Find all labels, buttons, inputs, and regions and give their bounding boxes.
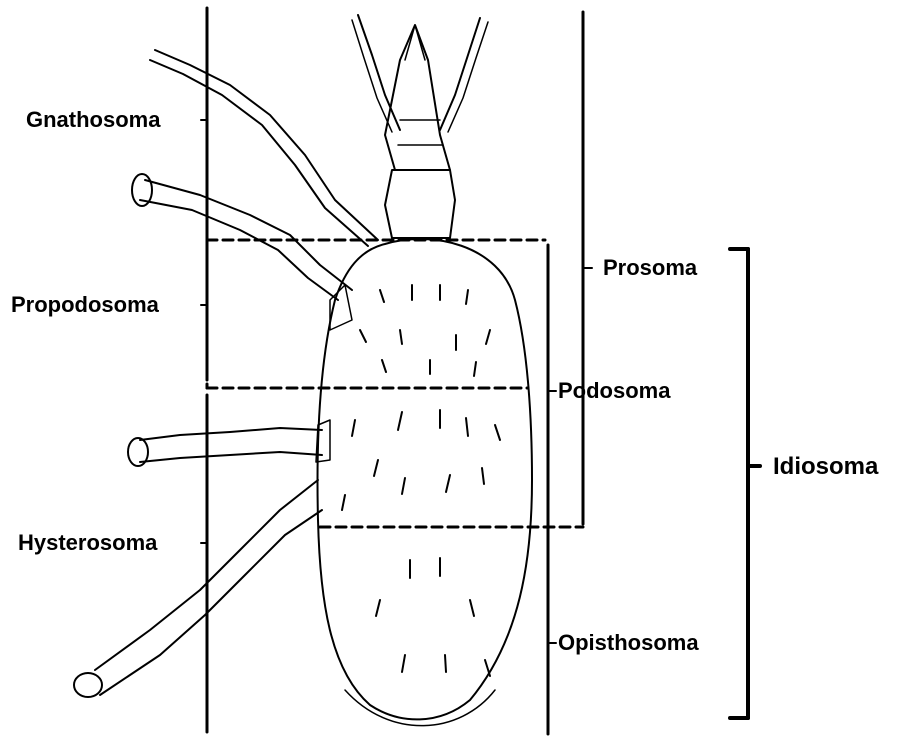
label-prosoma: Prosoma [603, 257, 697, 279]
label-ticks [201, 120, 592, 643]
mite-body [318, 15, 532, 726]
body-setae [342, 285, 500, 676]
mite-legs [74, 50, 378, 697]
label-gnathosoma: Gnathosoma [26, 109, 160, 131]
label-podosoma: Podosoma [558, 380, 670, 402]
label-hysterosoma: Hysterosoma [18, 532, 157, 554]
label-propodosoma: Propodosoma [11, 294, 159, 316]
idiosoma-bracket [730, 249, 760, 718]
label-idiosoma: Idiosoma [773, 455, 878, 479]
dashed-division-lines [207, 240, 583, 527]
label-opisthosoma: Opisthosoma [558, 632, 699, 654]
